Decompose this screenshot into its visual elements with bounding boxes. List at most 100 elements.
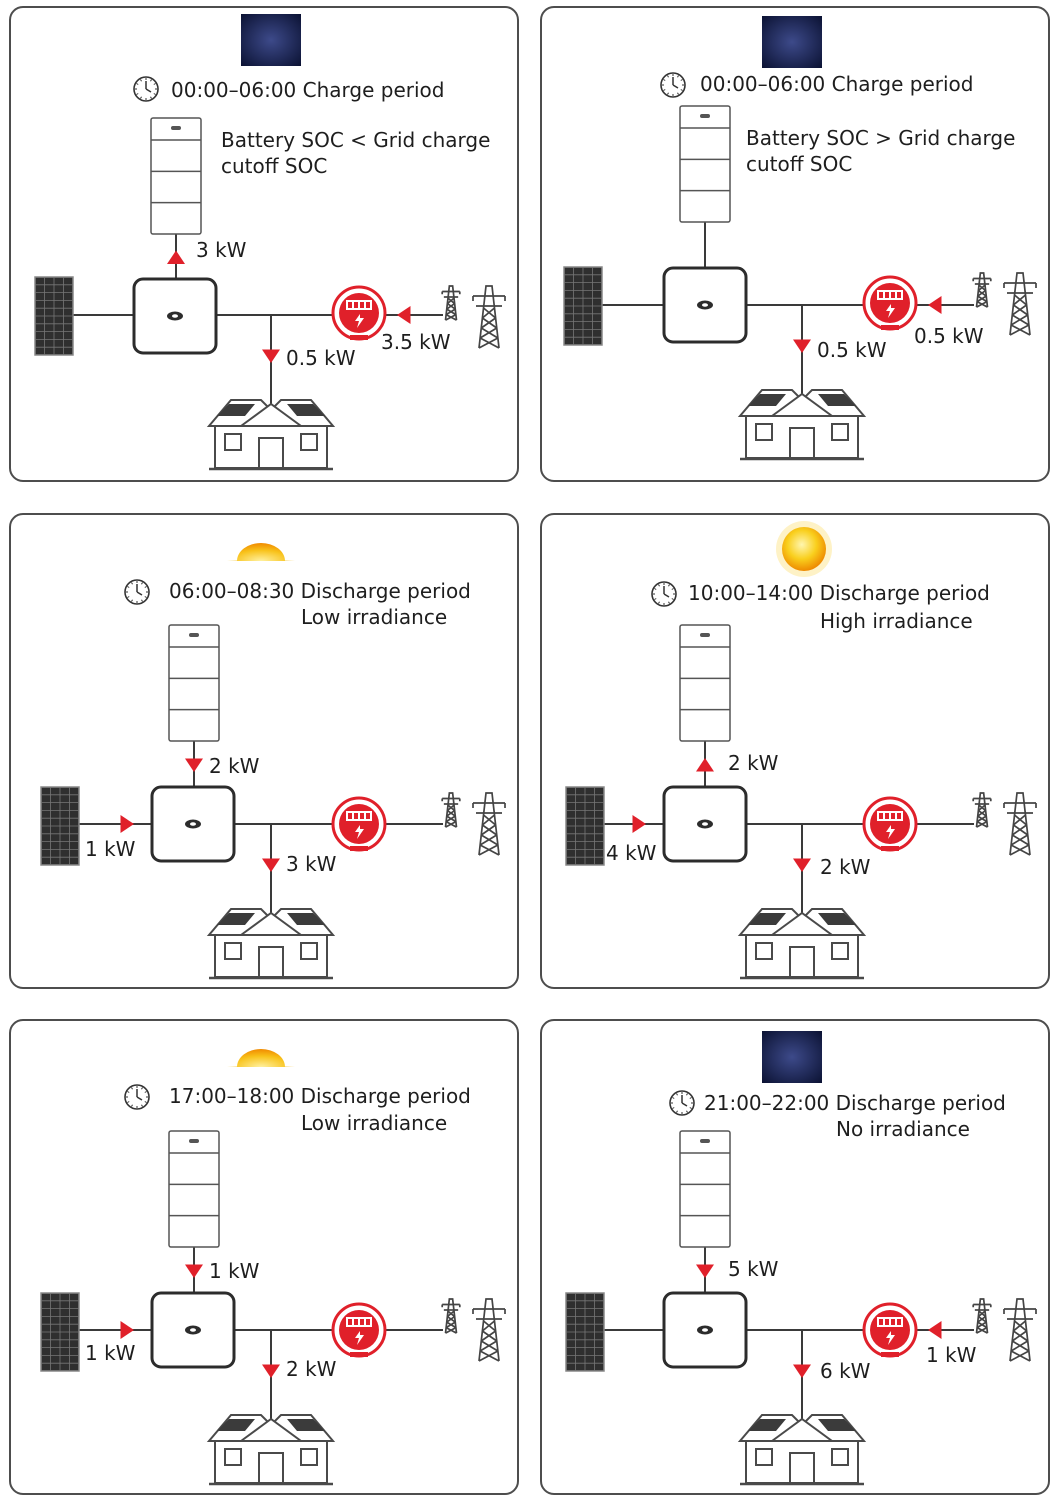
solar-panel-icon <box>34 276 74 356</box>
battery-stack-icon <box>168 1130 220 1248</box>
flow-arrow <box>397 306 411 324</box>
flow-arrow <box>167 250 185 264</box>
clock-icon <box>124 1084 150 1110</box>
clock-icon <box>669 1090 695 1116</box>
period-label: 06:00–08:30 Discharge period <box>169 579 471 603</box>
scenario-panel-night-discharge: 21:00–22:00 Discharge period No irradian… <box>540 1019 1050 1495</box>
flow-arrow <box>793 858 811 872</box>
flow-arrow <box>185 758 203 772</box>
battery-stack-icon <box>168 624 220 742</box>
flow-arrow <box>185 1264 203 1278</box>
flow-arrow <box>120 1321 134 1339</box>
period-label: 00:00–06:00 Charge period <box>171 78 445 102</box>
sun-icon <box>776 521 832 577</box>
period-label: 00:00–06:00 Charge period <box>700 72 974 96</box>
soc-operator: > <box>875 126 892 150</box>
house-icon <box>206 1414 336 1486</box>
pylon-icon <box>472 1298 506 1362</box>
pylon-small-icon <box>972 1298 992 1334</box>
period-label: 17:00–18:00 Discharge period <box>169 1084 471 1108</box>
power-meter-icon <box>331 1302 387 1358</box>
pylon-icon <box>472 792 506 856</box>
scenario-panel-midday-discharge: 10:00–14:00 Discharge period High irradi… <box>540 513 1050 989</box>
diagram-canvas <box>40 1049 506 1486</box>
soc-suffix: Grid charge <box>898 126 1016 150</box>
soc-condition-line1: Battery SOC < Grid charge <box>221 128 490 152</box>
solar-panel-icon <box>40 1292 80 1372</box>
pylon-icon <box>1003 792 1037 856</box>
house-icon <box>737 908 867 980</box>
diagram-canvas <box>565 1031 1037 1486</box>
house-icon <box>737 1414 867 1486</box>
pylon-icon <box>1003 1298 1037 1362</box>
battery-stack-icon <box>679 1130 731 1248</box>
battery-flow-label: 2 kW <box>209 754 260 778</box>
pv-flow-label: 1 kW <box>85 1341 136 1365</box>
battery-flow-label: 3 kW <box>196 238 247 262</box>
flow-arrow <box>262 858 280 872</box>
battery-stack-icon <box>679 624 731 742</box>
flow-arrow <box>262 1364 280 1378</box>
soc-condition-line2: cutoff SOC <box>221 154 328 178</box>
flow-arrow <box>632 815 646 833</box>
flow-arrow <box>696 1264 714 1278</box>
solar-panel-icon <box>40 786 80 866</box>
soc-condition-line2: cutoff SOC <box>746 152 853 176</box>
grid-flow-label: 0.5 kW <box>914 324 984 348</box>
scenario-panel-evening-discharge: 17:00–18:00 Discharge period Low irradia… <box>9 1019 519 1495</box>
solar-panel-icon <box>565 786 605 866</box>
irradiance-label: High irradiance <box>820 609 973 633</box>
scenario-panel-charge-below-cutoff: 00:00–06:00 Charge period Battery SOC < … <box>9 6 519 482</box>
pylon-small-icon <box>972 792 992 828</box>
house-icon <box>737 389 867 461</box>
grid-flow-label: 1 kW <box>926 1343 977 1367</box>
diagram-canvas <box>563 16 1037 461</box>
pv-flow-label: 4 kW <box>606 841 657 865</box>
battery-flow-label: 5 kW <box>728 1257 779 1281</box>
period-label: 10:00–14:00 Discharge period <box>688 581 990 605</box>
load-flow-label: 6 kW <box>820 1359 871 1383</box>
irradiance-label: Low irradiance <box>301 1111 448 1135</box>
pylon-small-icon <box>441 1298 461 1334</box>
clock-icon <box>124 579 150 605</box>
inverter-icon <box>132 277 218 355</box>
load-flow-label: 2 kW <box>820 855 871 879</box>
pv-flow-label: 1 kW <box>85 837 136 861</box>
pylon-small-icon <box>972 272 992 308</box>
soc-suffix: Grid charge <box>373 128 491 152</box>
pylon-icon <box>472 285 506 349</box>
flow-arrow <box>928 1321 942 1339</box>
power-meter-icon <box>862 1302 918 1358</box>
clock-icon <box>651 581 677 607</box>
battery-flow-label: 2 kW <box>728 751 779 775</box>
flow-arrow <box>120 815 134 833</box>
sun-icon <box>227 1049 295 1067</box>
power-meter-icon <box>331 796 387 852</box>
load-flow-label: 2 kW <box>286 1357 337 1381</box>
house-icon <box>206 399 336 471</box>
flow-arrow <box>928 296 942 314</box>
moon-icon <box>762 1031 822 1083</box>
soc-operator: < <box>350 128 367 152</box>
flow-arrow <box>793 339 811 353</box>
power-meter-icon <box>331 285 387 341</box>
irradiance-label: Low irradiance <box>301 605 448 629</box>
battery-stack-icon <box>679 105 731 223</box>
clock-icon <box>660 72 686 98</box>
battery-flow-label: 1 kW <box>209 1259 260 1283</box>
solar-panel-icon <box>563 266 603 346</box>
pylon-small-icon <box>441 792 461 828</box>
flow-arrow <box>262 349 280 363</box>
moon-icon <box>762 16 822 68</box>
load-flow-label: 0.5 kW <box>817 338 887 362</box>
pylon-small-icon <box>441 285 461 321</box>
inverter-icon <box>150 1291 236 1369</box>
scenario-panel-morning-discharge: 06:00–08:30 Discharge period Low irradia… <box>9 513 519 989</box>
load-flow-label: 0.5 kW <box>286 346 356 370</box>
sun-icon <box>227 543 295 561</box>
soc-prefix: Battery SOC <box>746 126 869 150</box>
inverter-icon <box>150 785 236 863</box>
load-flow-label: 3 kW <box>286 852 337 876</box>
scenario-panel-charge-above-cutoff: 00:00–06:00 Charge period Battery SOC > … <box>540 6 1050 482</box>
pylon-icon <box>1003 272 1037 336</box>
